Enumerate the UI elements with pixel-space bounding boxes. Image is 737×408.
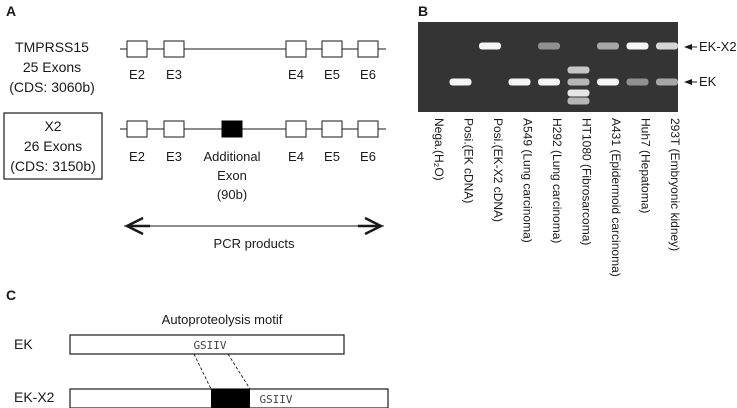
additional-exon-line2: Exon	[217, 168, 247, 183]
row1-label-e6: E6	[360, 67, 376, 82]
row1-exon-e2	[126, 40, 148, 58]
lane-label-1: Nega.(H₂O)	[432, 118, 446, 181]
ek-arrow-icon	[684, 79, 692, 85]
gel-band-ek-x2-lane-5	[538, 42, 560, 50]
gene-name-x2: X2 26 Exons (CDS: 3150b)	[10, 118, 96, 174]
motif-shift-line-left	[193, 353, 212, 390]
gel-band-ek-x2-lane-9	[656, 42, 678, 50]
lane-label-8: Huh7 (Hepatoma)	[639, 118, 653, 213]
ek-x2-motif: GSIIV	[259, 393, 292, 406]
gel-band-extra-c-lane-6	[567, 97, 590, 105]
gene1-name: TMPRSS15	[15, 39, 89, 55]
lane-label-6: HT1080 (Fibrosarcoma)	[580, 118, 594, 245]
pcr-products-label: PCR products	[214, 236, 295, 251]
row2-label-e3: E3	[166, 149, 182, 164]
row2-exon-e2	[126, 120, 148, 138]
row1-label-e5: E5	[324, 67, 340, 82]
row2-label-e2: E2	[129, 149, 145, 164]
lane-label-9: 293T (Embryonic kidney)	[668, 118, 682, 251]
gene1-exon-count: 25 Exons	[23, 59, 81, 75]
row1-exon-e4	[285, 40, 307, 58]
row2-exon-e5	[321, 120, 343, 138]
row2-label-e6: E6	[360, 149, 376, 164]
protein-label-ek: EK	[14, 336, 33, 352]
gene-name-tmprss15: TMPRSS15 25 Exons (CDS: 3060b)	[9, 39, 95, 95]
ek-x2-arrow-icon	[684, 44, 692, 50]
row1-label-e3: E3	[166, 67, 182, 82]
row1-exon-e5	[321, 40, 343, 58]
additional-exon-line3: (90b)	[217, 187, 247, 202]
band-label-ek-x2: EK-X2	[699, 39, 737, 54]
row1-label-e2: E2	[129, 67, 145, 82]
lane-label-4: A549 (Lung carcinoma)	[521, 118, 535, 243]
gel-band-ek-lane-6	[567, 78, 590, 86]
gel-band-ek-x2-lane-3	[479, 42, 501, 50]
gel-bands	[449, 42, 678, 105]
lane-label-2: Posi.(EK cDNA)	[462, 118, 476, 203]
motif-shift-line-right	[227, 353, 251, 390]
gel-band-ek-x2-lane-7	[597, 42, 619, 50]
gel-band-ek-lane-4	[508, 78, 531, 86]
gel-band-ek-lane-2	[449, 78, 472, 86]
gene2-cds: (CDS: 3150b)	[10, 158, 96, 174]
row1-exon-e3	[163, 40, 185, 58]
gene2-box	[3, 112, 103, 180]
ek-protein-bar	[69, 334, 345, 355]
band-label-ek: EK	[699, 74, 717, 89]
gel-band-ek-lane-7	[597, 78, 619, 86]
panel-label-a: A	[6, 3, 16, 19]
panel-label-b: B	[418, 3, 428, 19]
row2-label-e4: E4	[288, 149, 304, 164]
gene1-cds: (CDS: 3060b)	[9, 79, 95, 95]
ek-motif: GSIIV	[193, 339, 226, 352]
gel-band-ek-x2-lane-8	[626, 42, 649, 50]
lane-labels: Nega.(H₂O) Posi.(EK cDNA) Posi.(EK-X2 cDNA…	[432, 118, 682, 277]
lane-label-3: Posi.(EK-X2 cDNA)	[491, 118, 505, 222]
additional-exon-line1: Additional	[203, 149, 260, 164]
row1-exon-e6	[357, 40, 379, 58]
gel-band-ek-lane-9	[656, 78, 678, 86]
gel-image	[418, 22, 678, 112]
row1-label-e4: E4	[288, 67, 304, 82]
row2-exon-e6	[357, 120, 379, 138]
autoproteolysis-title: Autoproteolysis motif	[162, 312, 283, 327]
row2-label-e5: E5	[324, 149, 340, 164]
gel-band-extra-a-lane-6	[567, 66, 590, 74]
row2-exon-e4	[285, 120, 307, 138]
lane-label-5: H292 (Lung carcinoma)	[550, 118, 564, 243]
gel-band-ek-lane-8	[626, 78, 649, 86]
gel-band-extra-b-lane-6	[567, 89, 590, 97]
protein-label-ek-x2: EK-X2	[14, 389, 55, 405]
panel-label-c: C	[6, 287, 16, 303]
ek-x2-insert-block	[211, 389, 250, 408]
row2-additional-exon	[221, 120, 243, 138]
lane-label-7: A431 (Epidermoid carcinoma)	[609, 118, 623, 277]
row2-exon-e3	[163, 120, 185, 138]
gene2-name: X2	[44, 118, 61, 134]
gene2-exon-count: 26 Exons	[24, 138, 82, 154]
gel-band-ek-lane-5	[538, 78, 560, 86]
